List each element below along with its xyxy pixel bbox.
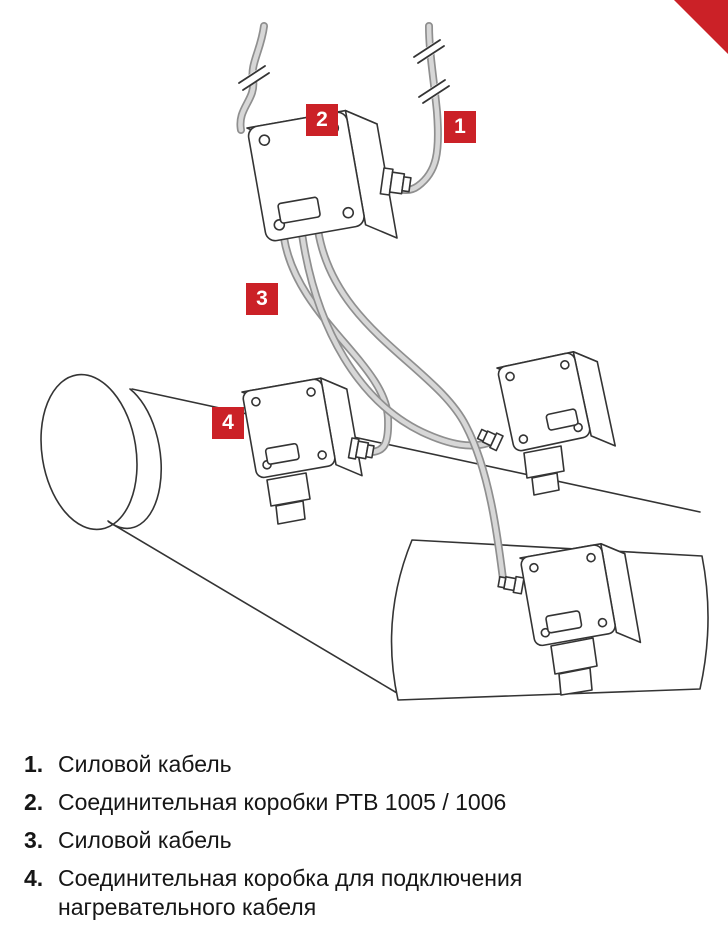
pipe-main — [40, 373, 701, 694]
junction-box-middle — [476, 351, 616, 452]
legend-item-number: 3. — [24, 826, 44, 853]
label-plate — [264, 442, 300, 465]
screw-icon — [317, 450, 327, 460]
junction-box-4 — [241, 377, 375, 479]
callout-badge-3: 3 — [246, 283, 278, 315]
screw-icon — [251, 396, 261, 407]
junction-box-main — [246, 109, 412, 242]
pipe-heating-schematic — [40, 0, 709, 701]
callout-badge-2: 2 — [306, 104, 338, 136]
legend: 1. Силовой кабель 2. Соединительная коро… — [24, 750, 704, 931]
legend-item-number: 4. — [24, 864, 44, 891]
label-plate — [545, 610, 583, 634]
cable-break-marks — [238, 38, 450, 105]
callout-badge-4: 4 — [212, 407, 244, 439]
screw-icon — [529, 562, 539, 573]
corner-accent-triangle — [674, 0, 728, 54]
legend-item-1: 1. Силовой кабель — [24, 750, 704, 779]
label-plate — [545, 408, 579, 431]
legend-item-text: Соединительная коробка для подключения н… — [58, 864, 523, 920]
screw-icon — [505, 371, 515, 382]
legend-item-2: 2. Соединительная коробки РТВ 1005 / 100… — [24, 788, 704, 817]
screw-icon — [560, 360, 570, 370]
screw-icon — [518, 434, 529, 444]
legend-item-text: Силовой кабель — [58, 751, 232, 777]
bracket-box-4 — [266, 472, 311, 525]
cable-gland-bottom — [497, 575, 525, 595]
screw-icon — [258, 134, 271, 146]
cable-gland-box-4 — [347, 437, 375, 460]
legend-item-3: 3. Силовой кабель — [24, 826, 704, 855]
screw-icon — [342, 206, 355, 219]
callout-badge-1: 1 — [444, 111, 476, 143]
cable-gland-main — [379, 167, 412, 196]
diagram-illustration: 1 2 3 4 — [40, 0, 709, 701]
junction-box-bottom — [497, 543, 642, 647]
bracket-box-bottom — [550, 637, 598, 696]
legend-item-text: Силовой кабель — [58, 826, 232, 853]
cable-gland-middle — [476, 428, 504, 452]
screw-icon — [586, 552, 596, 563]
screw-icon — [306, 387, 316, 397]
label-plate — [277, 196, 321, 224]
legend-item-number: 2. — [24, 788, 44, 815]
bracket-box-middle — [523, 445, 565, 496]
screw-icon — [597, 617, 608, 628]
legend-item-number: 1. — [24, 751, 44, 777]
legend-item-4: 4. Соединительная коробка для подключени… — [24, 864, 704, 922]
legend-item-text: Соединительная коробки РТВ 1005 / 1006 — [58, 788, 507, 815]
